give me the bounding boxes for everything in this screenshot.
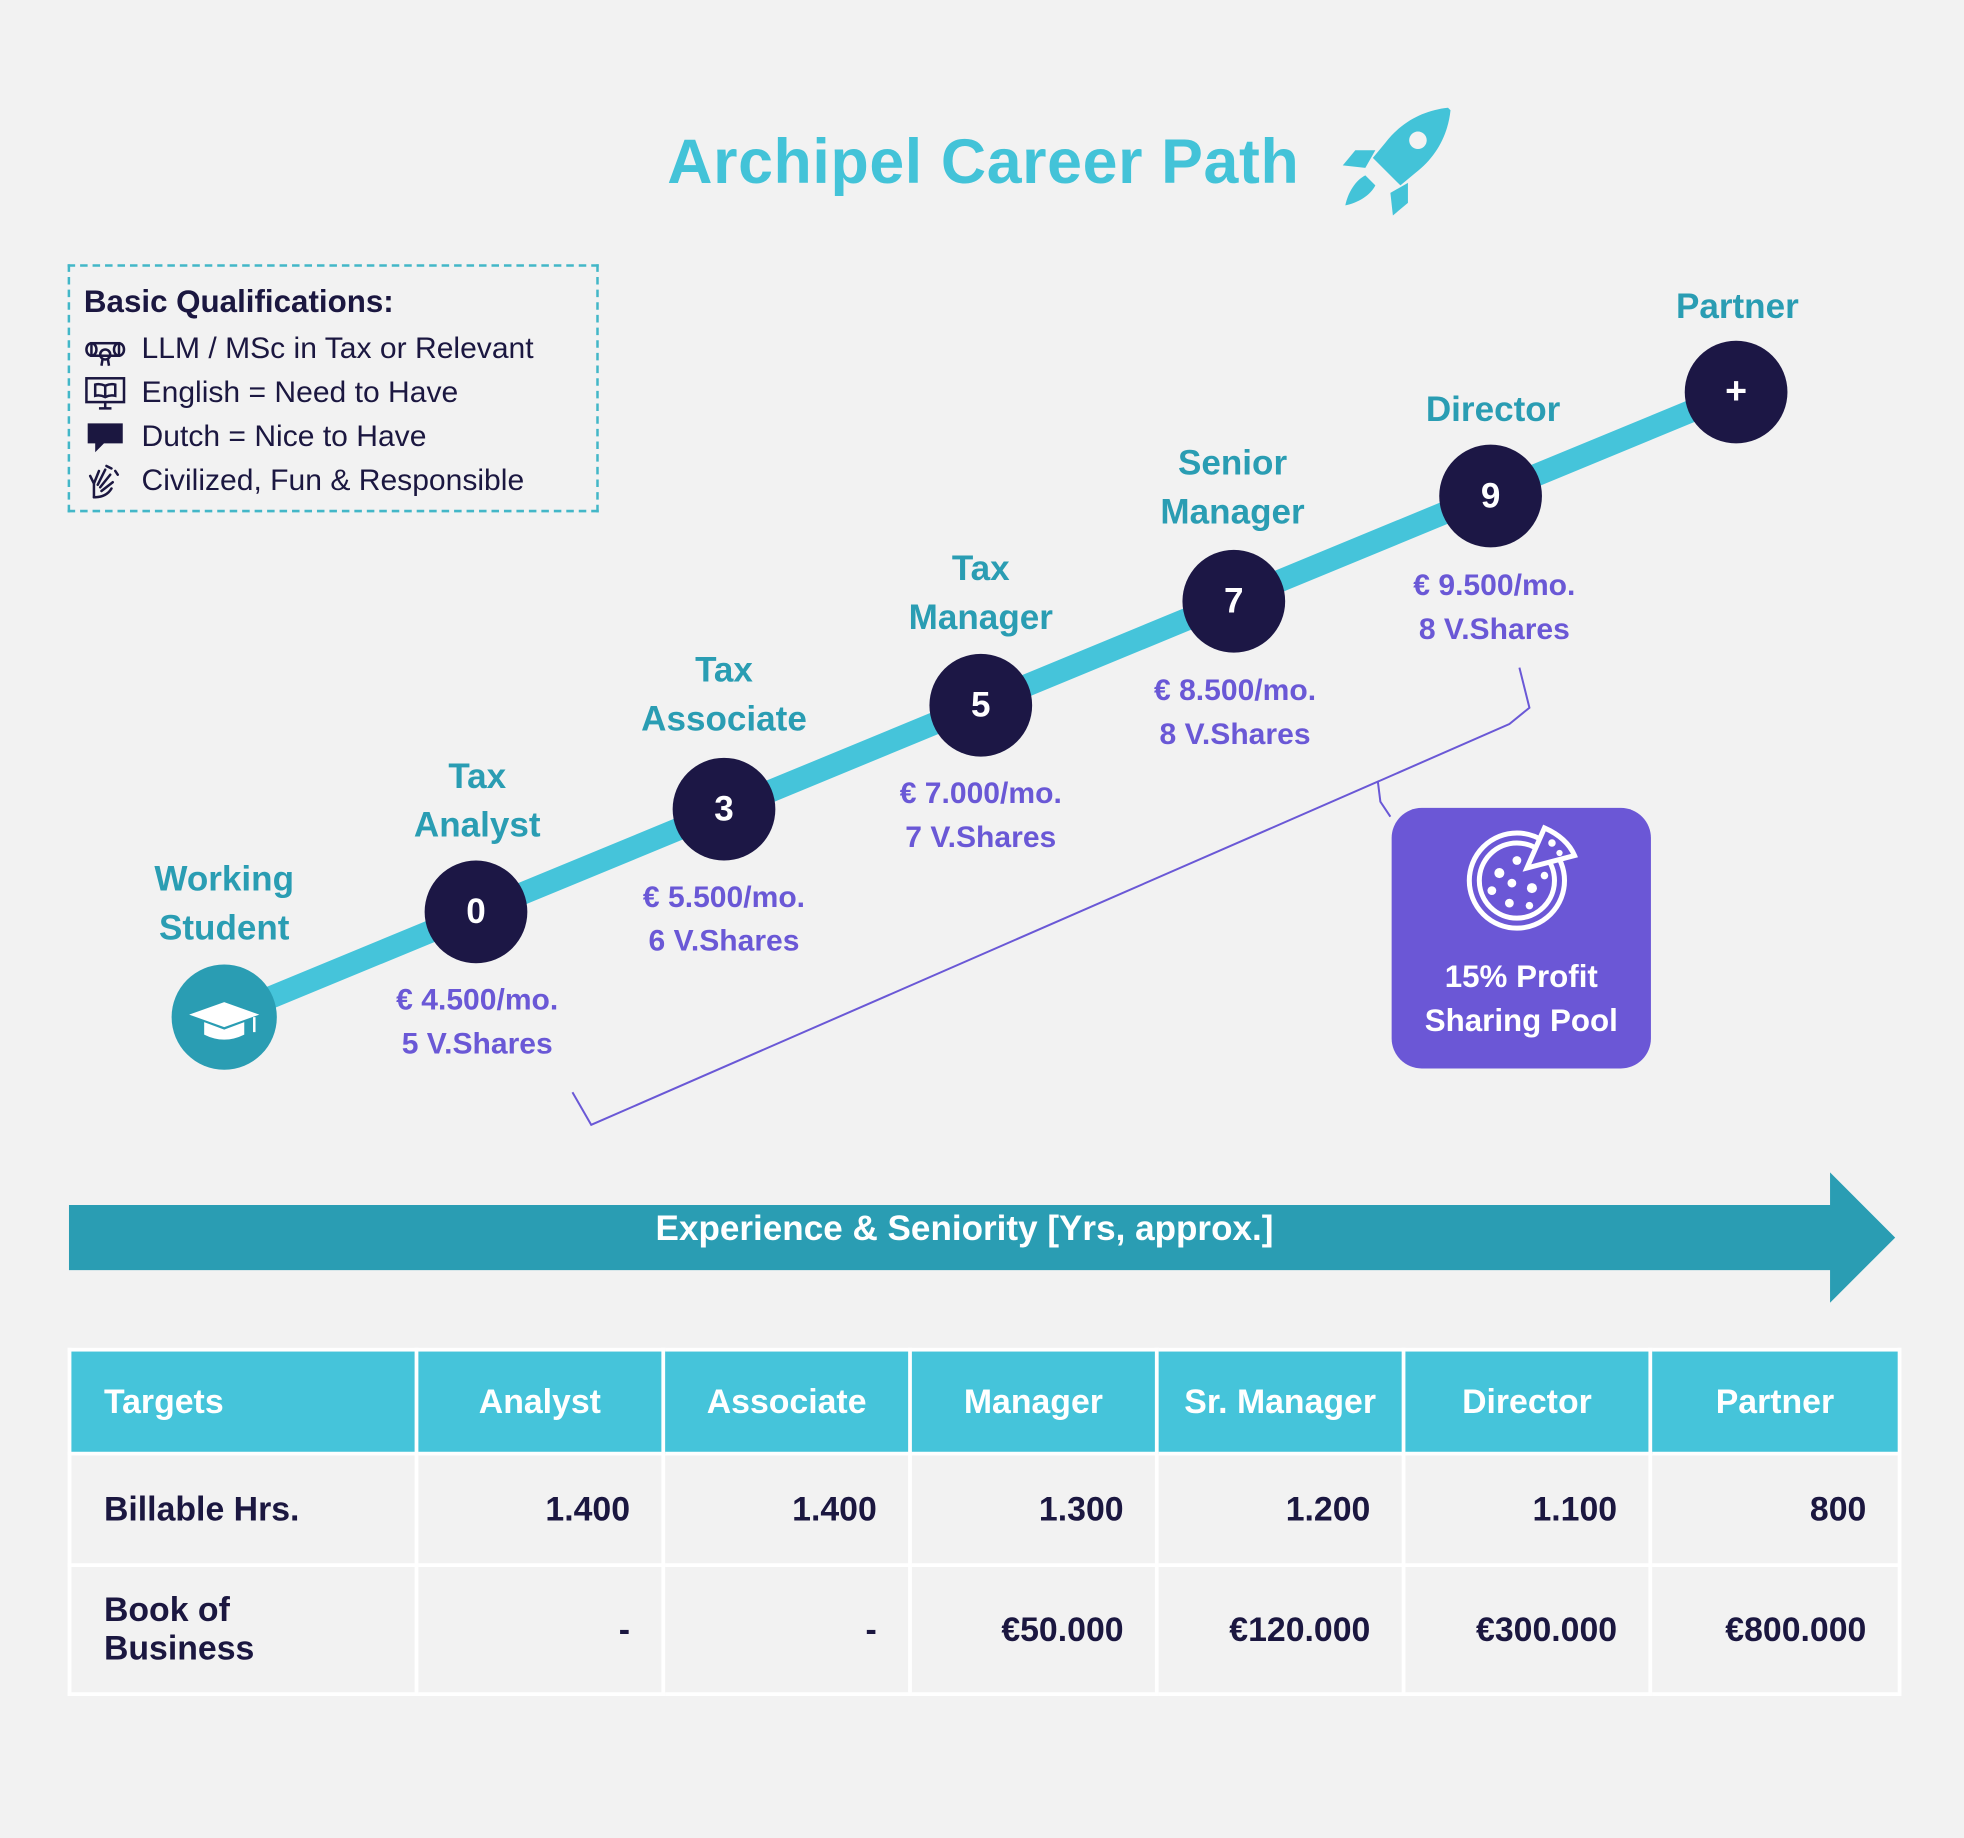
role-label-tax-analyst: Tax Analyst xyxy=(352,752,603,850)
shares-text: 8 V.Shares xyxy=(1418,612,1570,647)
shares-text: 5 V.Shares xyxy=(401,1027,553,1061)
column-header: Manager xyxy=(908,1347,1159,1456)
shares-text: 8 V.Shares xyxy=(1159,717,1311,752)
table-cell: 1.400 xyxy=(414,1451,666,1568)
role-label-line: Tax xyxy=(695,650,753,689)
qualification-item: Dutch = Nice to Have xyxy=(84,415,596,459)
career-node-7: 7 xyxy=(1182,549,1286,653)
role-label-line: Working xyxy=(154,859,295,899)
role-label-line: Senior xyxy=(1177,443,1288,483)
qualification-text: Civilized, Fun & Responsible xyxy=(141,462,525,497)
column-header: Targets xyxy=(67,1347,419,1456)
pizza-icon xyxy=(1466,824,1578,931)
role-label-line: Director xyxy=(1425,389,1561,429)
role-label-working-student: Working Student xyxy=(99,854,350,952)
shares-text: 7 V.Shares xyxy=(905,820,1057,855)
role-label-line: Manager xyxy=(908,597,1053,637)
table-cell: 1.300 xyxy=(908,1451,1159,1568)
career-node-partner: + xyxy=(1684,340,1788,444)
role-label-line: Tax xyxy=(951,548,1010,588)
profit-pool-line: 15% Profit xyxy=(1444,959,1598,995)
profit-pool-label: 15% Profit Sharing Pool xyxy=(1392,956,1651,1044)
salary-text: € 5.500/mo. xyxy=(642,880,806,915)
salary-text: € 7.000/mo. xyxy=(899,776,1062,811)
career-node-9: 9 xyxy=(1439,444,1542,548)
role-label-line: Associate xyxy=(641,698,807,738)
role-label-partner: Partner xyxy=(1612,282,1863,331)
role-label-senior-manager: Senior Manager xyxy=(1107,438,1358,536)
speech-bubble-icon xyxy=(87,422,123,452)
role-label-line: Student xyxy=(158,908,290,947)
pay-label-director: € 9.500/mo. 8 V.Shares xyxy=(1369,564,1620,652)
column-header: Partner xyxy=(1648,1347,1902,1456)
pay-label-tax-associate: € 5.500/mo. 6 V.Shares xyxy=(599,876,850,964)
table-cell: 800 xyxy=(1648,1451,1902,1568)
salary-text: € 9.500/mo. xyxy=(1413,568,1576,603)
targets-table: Targets Analyst Associate Manager Sr. Ma… xyxy=(67,1347,1902,1697)
table-cell: - xyxy=(661,1563,912,1697)
sign-hand-icon xyxy=(88,464,119,498)
computer-book-icon xyxy=(85,376,126,409)
table-row: Book of Business - - €50.000 €120.000 €3… xyxy=(67,1563,1902,1697)
basic-qualifications-box: Basic Qualifications: LLM / MSc in Tax o… xyxy=(67,264,599,513)
role-label-line: Partner xyxy=(1675,286,1799,326)
row-label: Billable Hrs. xyxy=(67,1451,419,1568)
profit-sharing-pool-card: 15% Profit Sharing Pool xyxy=(1391,807,1651,1069)
profit-pool-line: Sharing Pool xyxy=(1424,1003,1618,1039)
qualifications-heading: Basic Qualifications: xyxy=(83,284,394,320)
table-cell: 1.200 xyxy=(1154,1451,1406,1568)
diploma-icon xyxy=(85,341,126,366)
table-cell: 1.100 xyxy=(1401,1451,1653,1568)
table-cell: €50.000 xyxy=(908,1563,1159,1697)
experience-arrow xyxy=(68,1172,1896,1303)
qualification-text: LLM / MSc in Tax or Relevant xyxy=(141,331,534,366)
pay-label-senior-manager: € 8.500/mo. 8 V.Shares xyxy=(1110,669,1361,757)
table-cell: €300.000 xyxy=(1401,1563,1653,1697)
table-header-row: Targets Analyst Associate Manager Sr. Ma… xyxy=(67,1347,1902,1456)
role-label-line: Tax xyxy=(448,756,507,796)
qualification-item: Civilized, Fun & Responsible xyxy=(84,458,596,502)
qualification-item: English = Need to Have xyxy=(84,371,596,415)
role-label-director: Director xyxy=(1368,385,1619,434)
row-label: Book of Business xyxy=(67,1563,419,1697)
experience-axis-label: Experience & Seniority [Yrs, approx.] xyxy=(655,1208,1274,1248)
column-header: Sr. Manager xyxy=(1154,1347,1406,1456)
career-node-5: 5 xyxy=(929,653,1033,757)
column-header: Associate xyxy=(661,1347,912,1456)
career-node-0: 0 xyxy=(424,860,528,964)
role-label-tax-manager: Tax Manager xyxy=(856,544,1107,642)
qualification-item: LLM / MSc in Tax or Relevant xyxy=(84,327,596,371)
role-label-line: Analyst xyxy=(413,805,541,845)
career-node-3: 3 xyxy=(672,757,776,861)
table-row: Billable Hrs. 1.400 1.400 1.300 1.200 1.… xyxy=(67,1451,1902,1568)
graduation-cap-icon xyxy=(189,1002,260,1040)
role-label-tax-associate: Tax Associate xyxy=(599,645,850,743)
qualification-text: Dutch = Nice to Have xyxy=(141,418,427,453)
table-cell: 1.400 xyxy=(661,1451,912,1568)
shares-text: 6 V.Shares xyxy=(648,924,800,959)
row-label-line: Business xyxy=(103,1629,255,1668)
table-cell: - xyxy=(414,1563,666,1697)
row-label-line: Book of xyxy=(103,1590,230,1629)
role-label-line: Manager xyxy=(1160,492,1305,532)
salary-text: € 4.500/mo. xyxy=(396,983,559,1018)
table-cell: €120.000 xyxy=(1154,1563,1406,1697)
column-header: Director xyxy=(1401,1347,1653,1456)
rocket-icon xyxy=(1342,107,1451,216)
page-title: Archipel Career Path xyxy=(667,126,1300,197)
qualification-text: English = Need to Have xyxy=(141,375,459,409)
pay-label-tax-analyst: € 4.500/mo. 5 V.Shares xyxy=(352,978,603,1066)
pay-label-tax-manager: € 7.000/mo. 7 V.Shares xyxy=(856,772,1107,860)
working-student-node xyxy=(171,964,277,1070)
salary-text: € 8.500/mo. xyxy=(1153,673,1317,708)
column-header: Analyst xyxy=(414,1347,666,1456)
table-cell: €800.000 xyxy=(1648,1563,1902,1697)
